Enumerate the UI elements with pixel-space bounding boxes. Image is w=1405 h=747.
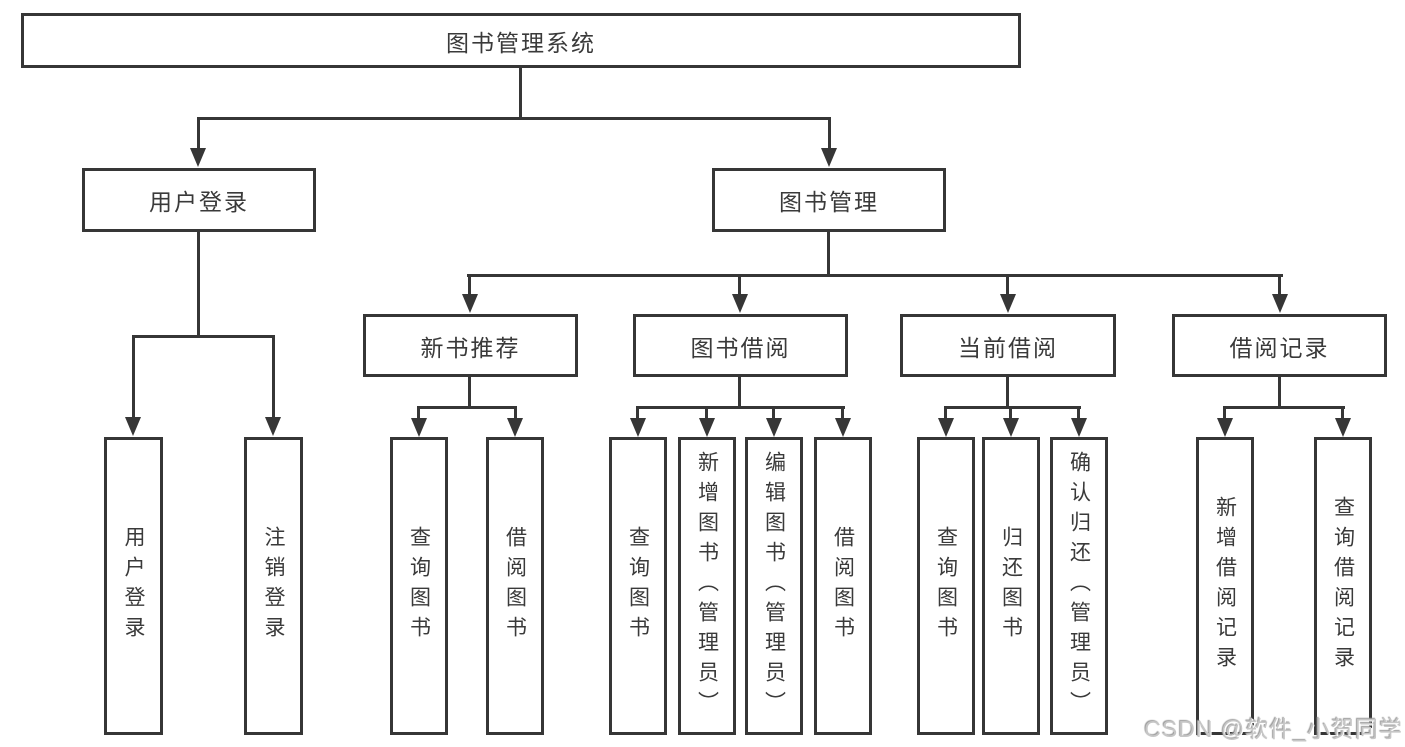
connector-cb-leaf3-shaft [1077,406,1080,420]
connector-cb-leaf2-shaft [1009,406,1012,420]
connector-bookmgmt-stub [827,232,830,277]
leaf-logout: 注销登录 [244,437,303,735]
connector-root-stub [519,68,522,120]
node-user-login-label: 用户登录 [149,189,249,215]
connector-cb-stub [1006,377,1009,408]
leaf-bb-query-book-label: 查询图书 [626,526,650,646]
leaf-user-login: 用户登录 [104,437,163,735]
node-user-login: 用户登录 [82,168,316,232]
connector-bb-leaf2-shaft [705,406,708,420]
arrow-to-leaf-userlogin-icon [125,417,141,436]
node-root: 图书管理系统 [21,13,1021,68]
connector-bb-leaf1-shaft [636,406,639,420]
connector-br-stub [1278,377,1281,408]
arrow-to-user-login-icon [190,148,206,167]
connector-bb-stub [738,377,741,408]
arrow-br-leaf2-icon [1335,418,1351,437]
leaf-logout-label: 注销登录 [262,526,285,646]
leaf-nbr-query-book-label: 查询图书 [407,526,431,646]
leaf-bb-borrow-book: 借阅图书 [814,437,872,735]
connector-to-user-login-shaft [197,117,200,150]
connector-to-leaf-logout-shaft [272,335,275,419]
leaf-cb-confirm-return-admin: 确认归还（管理员） [1050,437,1108,735]
node-book-management-label: 图书管理 [779,189,879,215]
leaf-bb-add-book-admin: 新增图书（管理员） [678,437,736,735]
connector-bb-leaf3-shaft [772,406,775,420]
leaf-br-query-record: 查询借阅记录 [1314,437,1372,735]
arrow-to-book-management-icon [821,148,837,167]
leaf-br-query-record-label: 查询借阅记录 [1331,496,1355,676]
node-root-label: 图书管理系统 [446,29,596,56]
connector-to-borrowrecord-shaft [1278,274,1281,298]
connector-to-leaf-userlogin-shaft [132,335,135,419]
watermark: CSDN @软件_小贺同学 [1144,716,1403,742]
arrow-nbr-leaf2-icon [507,418,523,437]
connector-nbr-leaf2-shaft [514,406,517,420]
connector-cb-hline [944,406,1081,409]
arrow-to-borrowrecord-icon [1272,294,1288,313]
arrow-to-currentborrow-icon [1000,294,1016,313]
arrow-cb-leaf2-icon [1003,418,1019,437]
connector-bookmgmt-hline [467,274,1283,277]
arrow-to-leaf-logout-icon [265,417,281,436]
node-book-borrow: 图书借阅 [633,314,848,377]
connector-br-leaf1-shaft [1223,406,1226,420]
connector-nbr-hline [417,406,517,409]
leaf-cb-query-book: 查询图书 [917,437,975,735]
leaf-br-add-record-label: 新增借阅记录 [1213,496,1237,676]
node-borrow-record-label: 借阅记录 [1229,334,1330,361]
node-book-borrow-label: 图书借阅 [690,334,791,361]
leaf-bb-add-book-admin-label: 新增图书（管理员） [695,451,719,721]
connector-userlogin-hline [132,335,275,338]
arrow-to-bookborrow-icon [732,294,748,313]
arrow-cb-leaf3-icon [1071,418,1087,437]
leaf-cb-return-book-label: 归还图书 [999,526,1023,646]
connector-nbr-stub [468,377,471,408]
leaf-cb-return-book: 归还图书 [982,437,1040,735]
arrow-bb-leaf1-icon [630,418,646,437]
arrow-cb-leaf1-icon [938,418,954,437]
leaf-bb-query-book: 查询图书 [609,437,667,735]
leaf-cb-confirm-return-admin-label: 确认归还（管理员） [1067,451,1091,721]
arrow-to-newbookrec-icon [462,294,478,313]
arrow-br-leaf1-icon [1217,418,1233,437]
leaf-bb-edit-book-admin: 编辑图书（管理员） [745,437,803,735]
connector-br-leaf2-shaft [1341,406,1344,420]
node-current-borrow: 当前借阅 [900,314,1116,377]
connector-to-bookborrow-shaft [738,274,741,298]
leaf-nbr-query-book: 查询图书 [390,437,448,735]
leaf-bb-borrow-book-label: 借阅图书 [831,526,855,646]
connector-bb-hline [637,406,845,409]
connector-userlogin-stub [197,232,200,338]
arrow-bb-leaf4-icon [835,418,851,437]
node-book-management: 图书管理 [712,168,946,232]
arrow-nbr-leaf1-icon [411,418,427,437]
arrow-bb-leaf3-icon [766,418,782,437]
node-new-book-recommend: 新书推荐 [363,314,578,377]
connector-cb-leaf1-shaft [944,406,947,420]
connector-to-newbookrec-shaft [468,274,471,298]
connector-br-hline [1223,406,1345,409]
connector-bb-leaf4-shaft [841,406,844,420]
leaf-cb-query-book-label: 查询图书 [934,526,958,646]
connector-to-currentborrow-shaft [1006,274,1009,298]
leaf-nbr-borrow-book-label: 借阅图书 [503,526,527,646]
connector-to-book-management-shaft [828,117,831,150]
node-borrow-record: 借阅记录 [1172,314,1387,377]
connector-nbr-leaf1-shaft [417,406,420,420]
leaf-br-add-record: 新增借阅记录 [1196,437,1254,735]
leaf-bb-edit-book-admin-label: 编辑图书（管理员） [762,451,786,721]
leaf-user-login-label: 用户登录 [122,526,145,646]
arrow-bb-leaf2-icon [699,418,715,437]
connector-root-hline [197,117,831,120]
node-current-borrow-label: 当前借阅 [958,334,1058,361]
leaf-nbr-borrow-book: 借阅图书 [486,437,544,735]
node-new-book-recommend-label: 新书推荐 [420,334,521,361]
